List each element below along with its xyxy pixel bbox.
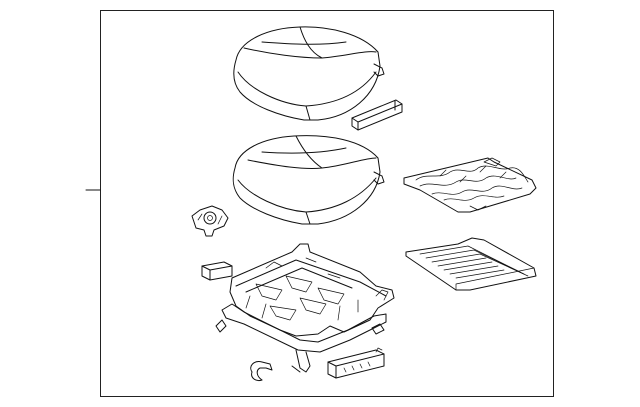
headrest-guide-pad xyxy=(351,99,403,131)
seat-frame xyxy=(215,243,395,373)
seat-back-cushion xyxy=(233,26,385,121)
wire-clip xyxy=(250,361,273,381)
seat-heater-mat xyxy=(403,157,537,213)
recliner-cover xyxy=(191,205,229,237)
clip xyxy=(201,261,233,281)
control-module xyxy=(327,347,385,379)
seat-cushion xyxy=(232,135,385,225)
diagram-frame xyxy=(100,10,554,397)
seat-pad xyxy=(405,237,537,291)
